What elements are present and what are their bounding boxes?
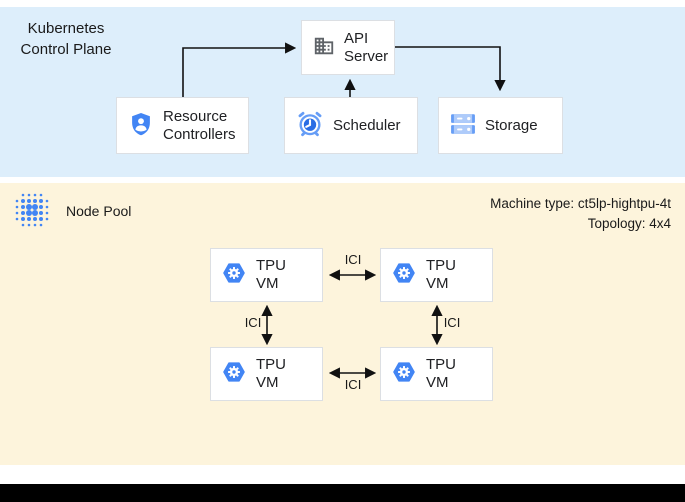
- storage-stack-icon: [450, 111, 476, 141]
- building-icon: [313, 35, 335, 61]
- hexagon-gear-icon: [392, 360, 416, 388]
- node-pool-title: Node Pool: [66, 203, 132, 219]
- ici-label-bottom: ICI: [344, 377, 362, 392]
- tpu-vm-label: TPU VM: [256, 257, 286, 292]
- tpu-vm-label: TPU VM: [426, 257, 456, 292]
- scheduler-node: Scheduler: [284, 97, 418, 154]
- storage-label: Storage: [485, 116, 538, 134]
- machine-info: Machine type: ct5lp-hightpu-4t Topology:…: [490, 194, 671, 233]
- api-server-node: API Server: [301, 20, 395, 75]
- resource-controllers-node: Resource Controllers: [116, 97, 249, 154]
- tpu-vm-node-bottom-right: TPU VM: [380, 347, 493, 401]
- control-plane-title: Kubernetes Control Plane: [10, 18, 122, 60]
- ici-label-top: ICI: [344, 252, 362, 267]
- topology-text: Topology: 4x4: [587, 215, 671, 231]
- ici-label-right: ICI: [443, 315, 461, 330]
- shield-user-icon: [128, 111, 154, 141]
- hexagon-gear-icon: [392, 261, 416, 289]
- tpu-vm-node-bottom-left: TPU VM: [210, 347, 323, 401]
- tpu-vm-label: TPU VM: [426, 356, 456, 391]
- footer-bar: [0, 484, 685, 502]
- tpu-vm-node-top-right: TPU VM: [380, 248, 493, 302]
- scheduler-label: Scheduler: [333, 116, 401, 134]
- tpu-vm-label: TPU VM: [256, 356, 286, 391]
- node-pool-panel: [0, 183, 685, 465]
- dot-grid-icon: [14, 192, 50, 233]
- control-plane-title-line1: Kubernetes: [27, 20, 105, 37]
- machine-type-text: Machine type: ct5lp-hightpu-4t: [490, 196, 671, 211]
- resource-controllers-label: Resource Controllers: [163, 107, 236, 143]
- hexagon-gear-icon: [222, 360, 246, 388]
- api-server-label: API Server: [344, 29, 389, 65]
- hexagon-gear-icon: [222, 261, 246, 289]
- storage-node: Storage: [438, 97, 563, 154]
- alarm-clock-icon: [296, 110, 324, 142]
- tpu-vm-node-top-left: TPU VM: [210, 248, 323, 302]
- control-plane-title-line2: Control Plane: [20, 41, 112, 58]
- ici-label-left: ICI: [244, 315, 262, 330]
